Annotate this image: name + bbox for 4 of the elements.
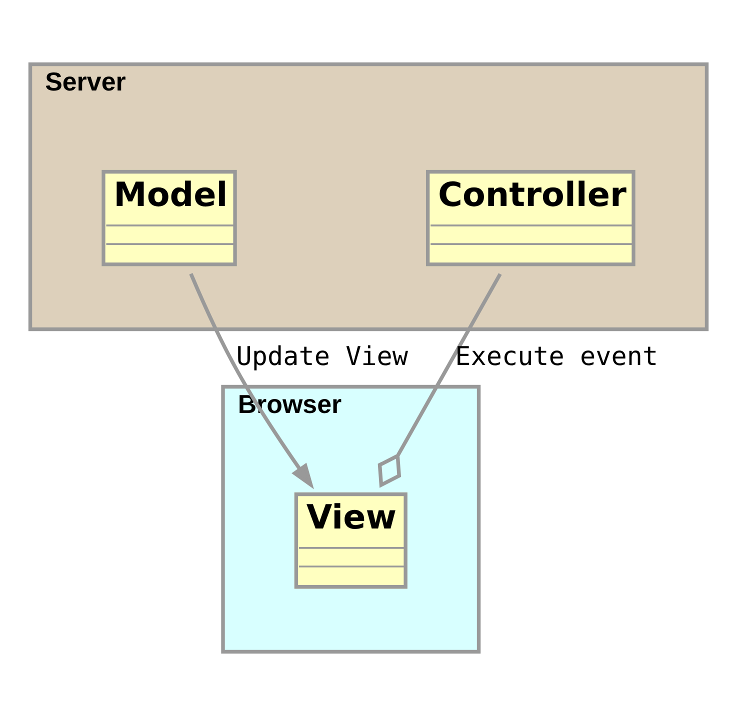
connector bbox=[378, 272, 502, 488]
edge-label: Update View bbox=[236, 341, 408, 372]
arrow bbox=[189, 272, 314, 489]
edge-label: Execute event bbox=[455, 341, 658, 372]
